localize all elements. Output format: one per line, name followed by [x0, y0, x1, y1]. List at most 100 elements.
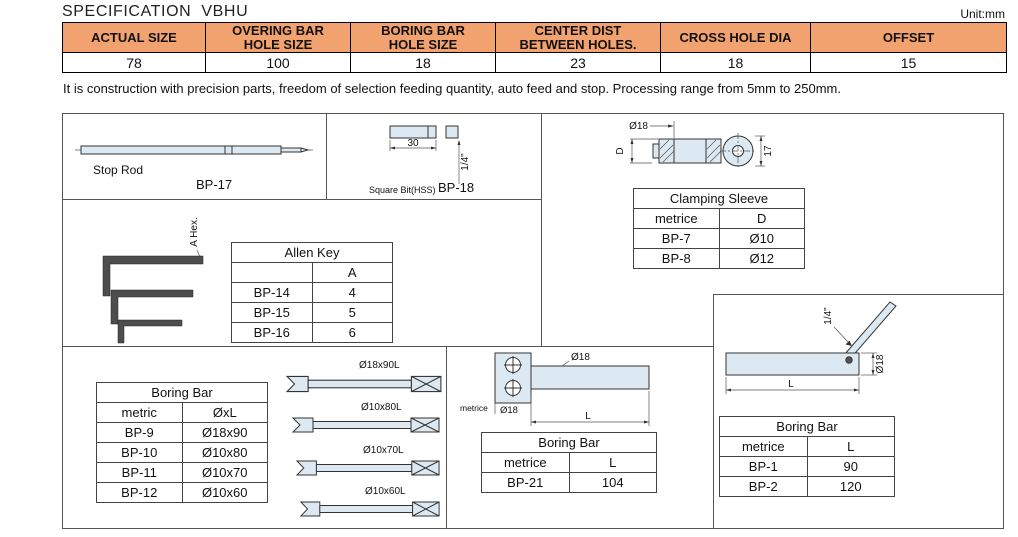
stop-rod-drawing	[75, 145, 315, 155]
bar-size-label: Ø10x80L	[361, 402, 402, 413]
model-cell: BP-1	[719, 456, 808, 477]
dim-height-17: 17	[763, 145, 774, 157]
divider-line	[446, 346, 447, 528]
dim-metrice-label: metrice	[460, 403, 488, 413]
square-bit-model: BP-18	[438, 180, 475, 195]
bar-size-label: Ø10x60L	[365, 486, 406, 497]
dim-shank-dia: Ø18	[571, 352, 590, 363]
value-cell: 6	[311, 322, 393, 343]
allen-keys-drawing: A Hex.	[102, 217, 204, 344]
model-cell: BP-8	[633, 248, 720, 269]
bar-size-label: Ø10x70L	[363, 445, 404, 456]
boring-bar-drawing	[299, 501, 440, 517]
table-title: Boring Bar	[719, 416, 895, 437]
column-header: metrice	[633, 208, 720, 229]
spec-header-offset: OFFSET	[810, 22, 1007, 53]
dim-hole-dia: Ø18	[500, 405, 518, 416]
model-cell: BP-7	[633, 228, 720, 249]
boring-bar-set-table: Boring Bar metric ØxL BP-9 Ø18x90 BP-10 …	[96, 382, 268, 503]
page-title: SPECIFICATION VBHU	[62, 3, 249, 20]
clamping-sleeve-table: Clamping Sleeve metrice D BP-7 Ø10 BP-8 …	[633, 188, 805, 269]
spec-header-actual-size: ACTUAL SIZE	[62, 22, 206, 53]
spec-value-center-dist: 23	[495, 52, 661, 73]
dim-length-l: L	[788, 379, 794, 390]
value-cell: Ø10x80	[181, 442, 268, 463]
column-header: A	[311, 262, 393, 283]
table-title: Boring Bar	[96, 382, 268, 403]
model-cell: BP-9	[96, 422, 183, 443]
value-cell: 90	[806, 456, 895, 477]
dim-quarter-inch: 1/4"	[460, 153, 471, 171]
clamping-sleeve-drawing: Ø18 D	[615, 121, 774, 169]
column-header: metrice	[481, 452, 570, 473]
divider-line	[713, 294, 714, 528]
model-cell: BP-11	[96, 462, 183, 483]
column-header: metric	[96, 402, 183, 423]
spec-header-cross-hole: CROSS HOLE DIA	[660, 22, 811, 53]
bar-size-label: Ø18x90L	[359, 360, 400, 371]
model-cell: BP-15	[231, 302, 313, 323]
value-cell: Ø18x90	[181, 422, 268, 443]
spec-value-cross-hole: 18	[660, 52, 811, 73]
spec-value-boring-bar: 18	[350, 52, 496, 73]
value-cell: 5	[311, 302, 393, 323]
boring-bar-21-drawing: Ø18 metrice Ø18 L	[460, 352, 650, 426]
table-title: Allen Key	[231, 242, 393, 263]
boring-bar-drawing	[295, 460, 440, 476]
model-cell: BP-16	[231, 322, 313, 343]
unit-label: Unit:mm	[960, 7, 1005, 21]
allen-key-table: Allen Key A BP-14 4 BP-15 5 BP-16 6	[231, 242, 393, 343]
dim-length-l: L	[585, 411, 591, 422]
divider-line	[541, 114, 542, 346]
value-cell: 4	[311, 282, 393, 303]
description-text: It is construction with precision parts,…	[63, 81, 841, 96]
divider-line	[63, 346, 714, 347]
value-cell: Ø10x70	[181, 462, 268, 483]
stop-rod-model: BP-17	[196, 177, 233, 192]
column-header: L	[806, 436, 895, 457]
divider-line	[326, 114, 327, 199]
spec-table-value-row: 78 100 18 23 18 15	[62, 52, 1007, 73]
model-cell: BP-2	[719, 476, 808, 497]
boring-bar-right-table: Boring Bar metrice L BP-1 90 BP-2 120	[719, 416, 895, 497]
value-cell: Ø10x60	[181, 482, 268, 503]
divider-line	[63, 199, 541, 200]
column-header: ØxL	[181, 402, 268, 423]
dim-outer-dia: Ø18	[629, 121, 648, 132]
dim-shank-dia: Ø18	[875, 354, 886, 373]
diagram-panel: Stop Rod BP-17 30 1/4" Square Bit(HSS) B…	[62, 113, 1004, 529]
spec-value-offset: 15	[810, 52, 1007, 73]
boring-bar-21-table: Boring Bar metrice L BP-21 104	[481, 432, 657, 493]
column-header: metrice	[719, 436, 808, 457]
table-title: Clamping Sleeve	[633, 188, 805, 209]
dim-a-hex: A Hex.	[189, 217, 200, 246]
column-header	[231, 262, 313, 283]
model-cell: BP-12	[96, 482, 183, 503]
dim-30: 30	[407, 138, 419, 149]
column-header: L	[568, 452, 657, 473]
boring-bar-right-drawing: 1/4" Ø18 L	[725, 301, 897, 394]
boring-bar-drawing	[285, 375, 442, 393]
model-cell: BP-10	[96, 442, 183, 463]
column-header: D	[718, 208, 805, 229]
value-cell: Ø12	[718, 248, 805, 269]
table-title: Boring Bar	[481, 432, 657, 453]
square-bit-caption: Square Bit(HSS)	[369, 185, 436, 195]
boring-bar-drawing	[291, 417, 440, 433]
value-cell: Ø10	[718, 228, 805, 249]
spec-value-actual-size: 78	[62, 52, 206, 73]
model-cell: BP-21	[481, 472, 570, 493]
model-cell: BP-14	[231, 282, 313, 303]
dim-bit-quarter-inch: 1/4"	[823, 307, 834, 325]
value-cell: 120	[806, 476, 895, 497]
stop-rod-label: Stop Rod	[93, 163, 144, 177]
square-bit-drawing: 30 1/4"	[389, 125, 471, 184]
spec-value-overing-bar: 100	[205, 52, 351, 73]
value-cell: 104	[568, 472, 657, 493]
